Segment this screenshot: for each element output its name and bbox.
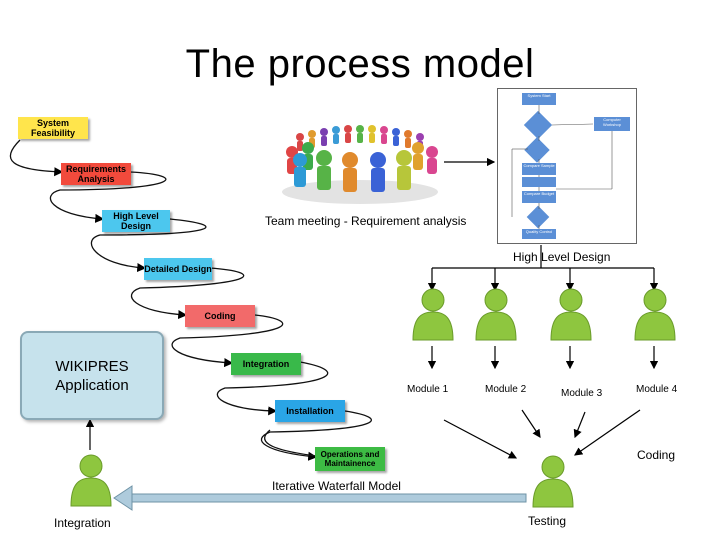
waterfall-link-1 <box>9 139 64 177</box>
team-meeting-caption: Team meeting - Requirement analysis <box>265 214 467 228</box>
stage-operations-maintainence: Operations and Maintainence <box>315 447 385 471</box>
stage-high-level-design: High Level Design <box>102 210 170 232</box>
waterfall-link-2 <box>49 171 167 223</box>
stage-system-feasibility: System Feasibility <box>18 117 88 139</box>
flowchart-box: Compare Sample <box>522 163 556 175</box>
app-name-line2: Application <box>55 376 129 394</box>
module-1-label: Module 1 <box>407 384 449 395</box>
stage-coding: Coding <box>185 305 255 327</box>
flowchart-thumbnail: System Start Computer Workshop Compare S… <box>497 88 637 244</box>
stage-installation: Installation <box>275 400 345 422</box>
page-title: The process model <box>185 42 535 86</box>
wikipres-application-box: WIKIPRES Application <box>20 331 164 420</box>
waterfall-link-6 <box>216 361 329 416</box>
high-level-design-label: High Level Design <box>513 250 611 264</box>
testing-label: Testing <box>528 514 567 528</box>
return-arrow <box>113 485 527 511</box>
module-2-label: Module 2 <box>485 384 527 395</box>
module-4-label: Module 4 <box>636 384 678 395</box>
waterfall-link-3 <box>90 218 207 273</box>
stage-requirements-analysis: Requirements Analysis <box>61 163 131 185</box>
stage-integration: Integration <box>231 353 301 375</box>
flowchart-box: Compare Budget <box>522 191 556 203</box>
flowchart-box: Computer Workshop <box>594 117 630 131</box>
waterfall-link-7 <box>260 410 372 461</box>
waterfall-return <box>264 429 326 458</box>
module-3-label: Module 3 <box>561 388 603 399</box>
flowchart-box <box>522 177 556 187</box>
waterfall-link-4 <box>130 267 245 320</box>
flowchart-box: Quality Control <box>522 229 556 239</box>
waterfall-link-5 <box>171 314 284 368</box>
stage-detailed-design: Detailed Design <box>144 258 212 280</box>
integration-label: Integration <box>54 516 111 530</box>
coding-label: Coding <box>637 448 676 462</box>
flowchart-box: System Start <box>522 93 556 105</box>
app-name-line1: WIKIPRES <box>55 357 129 375</box>
waterfall-caption: Iterative Waterfall Model <box>272 479 401 493</box>
